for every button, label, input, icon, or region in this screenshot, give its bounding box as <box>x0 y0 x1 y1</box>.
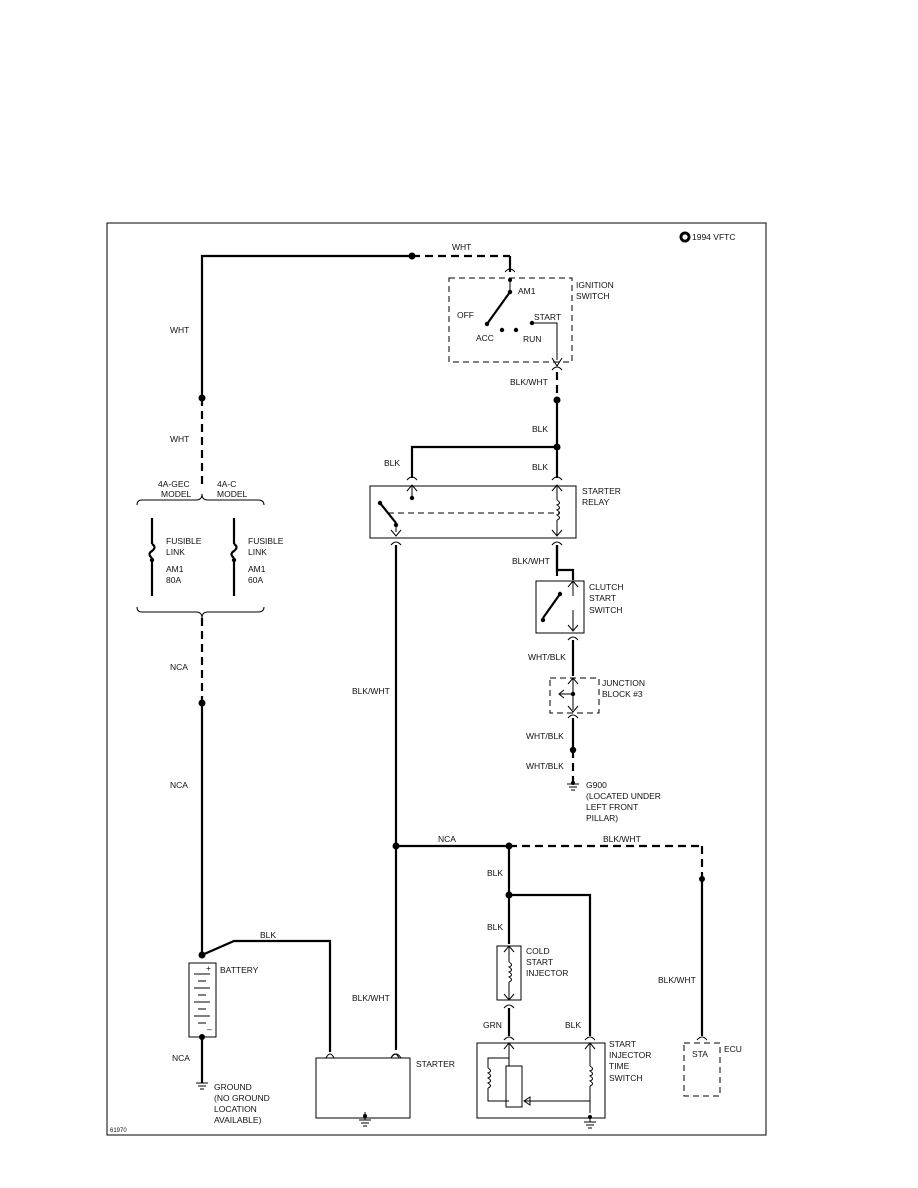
relay-name2: RELAY <box>582 497 610 507</box>
wire-label-g900-in: WHT/BLK <box>526 761 564 771</box>
wire-label-csi-feed2: BLK <box>487 922 503 932</box>
stjs-line2: INJECTOR <box>609 1050 651 1060</box>
wire-csi <box>505 846 592 1036</box>
g900-line1: G900 <box>586 780 607 790</box>
fuse-left-line1: FUSIBLE <box>166 536 202 546</box>
clutch-name1: CLUTCH <box>589 582 623 592</box>
ground-line1: GROUND <box>214 1082 252 1092</box>
wire-ign-relay <box>410 372 561 478</box>
g900-line3: LEFT FRONT <box>586 802 638 812</box>
battery-plus: + <box>206 963 211 973</box>
jb-name1: JUNCTION <box>602 678 645 688</box>
fuse-right-line4: 60A <box>248 575 263 585</box>
model-left-line2: MODEL <box>161 489 192 499</box>
model-left-line1: 4A-GEC <box>158 479 190 489</box>
wire-label-batt-starter: BLK <box>260 930 276 940</box>
cold-start-injector <box>496 945 522 1009</box>
figure-id: 61970 <box>110 1128 127 1134</box>
wire-left-lower <box>198 618 206 955</box>
wire-label-relay-left: BLK <box>384 458 400 468</box>
diagram-frame <box>106 222 767 1136</box>
wire-jb-g900 <box>567 718 579 791</box>
wire-label-csi-out: GRN <box>483 1020 502 1030</box>
ign-name2: SWITCH <box>576 291 610 301</box>
wire-label-jb-out: WHT/BLK <box>526 731 564 741</box>
battery-symbol <box>188 939 332 1090</box>
wire-label-relay-right: BLK <box>532 462 548 472</box>
wire-label-left-nca2: NCA <box>170 780 188 790</box>
fusible-link-left <box>148 518 156 596</box>
clutch-start-switch <box>535 580 585 641</box>
fuse-left-line3: AM1 <box>166 564 184 574</box>
model-right-line2: MODEL <box>217 489 248 499</box>
ign-name1: IGNITION <box>576 280 614 290</box>
ecu-pin: STA <box>692 1049 708 1059</box>
wire-label-junction-nca: NCA <box>438 834 456 844</box>
starter-relay <box>369 476 577 546</box>
stjs-line1: START <box>609 1039 636 1049</box>
wire-relay-starter <box>390 545 705 1059</box>
ecu-box <box>683 1036 721 1097</box>
stjs-line3: TIME <box>609 1061 630 1071</box>
wire-label-left-upper: WHT <box>170 325 189 335</box>
model-bracket-bottom <box>136 606 265 619</box>
clutch-name3: SWITCH <box>589 605 623 615</box>
ground-line4: AVAILABLE) <box>214 1115 262 1125</box>
copyright-mark: 1994 VFTC <box>679 231 735 243</box>
fuse-left-line4: 80A <box>166 575 181 585</box>
wire-label-csi-feed1: BLK <box>487 868 503 878</box>
model-bracket <box>136 493 265 506</box>
ground-line2: (NO GROUND <box>214 1093 270 1103</box>
g900-line2: (LOCATED UNDER <box>586 791 661 801</box>
wire-label-clutch-out: WHT/BLK <box>528 652 566 662</box>
copyright-text: 1994 VFTC <box>692 232 735 242</box>
relay-name1: STARTER <box>582 486 621 496</box>
fuse-right-line3: AM1 <box>248 564 266 574</box>
wire-label-to-relay: BLK <box>532 424 548 434</box>
battery-label: BATTERY <box>220 965 259 975</box>
model-right-line1: 4A-C <box>217 479 236 489</box>
wire-label-ign-out: BLK/WHT <box>510 377 548 387</box>
stjs-line4: SWITCH <box>609 1073 643 1083</box>
wire-label-relay-starter-lower: BLK/WHT <box>352 993 390 1003</box>
ign-acc: ACC <box>476 333 494 343</box>
fuse-left-line2: LINK <box>166 547 185 557</box>
ign-off: OFF <box>457 310 474 320</box>
clutch-name2: START <box>589 593 616 603</box>
wire-label-top: WHT <box>452 242 471 252</box>
wire-relay-clutch <box>555 545 575 580</box>
csi-line1: COLD <box>526 946 550 956</box>
csi-line3: INJECTOR <box>526 968 568 978</box>
g900-line4: PILLAR) <box>586 813 618 823</box>
ign-run: RUN <box>523 334 541 344</box>
wire-label-left-lower: WHT <box>170 434 189 444</box>
wire-label-relay-out: BLK/WHT <box>512 556 550 566</box>
wire-label-stjs-feed: BLK <box>565 1020 581 1030</box>
battery-minus: – <box>207 1024 212 1034</box>
jb-name2: BLOCK #3 <box>602 689 643 699</box>
wire-label-ecu-top: BLK/WHT <box>603 834 641 844</box>
fuse-right-line2: LINK <box>248 547 267 557</box>
fusible-link-right <box>230 518 238 596</box>
ground-line3: LOCATION <box>214 1104 257 1114</box>
junction-block-3 <box>549 677 600 719</box>
starter-label: STARTER <box>416 1059 455 1069</box>
csi-line2: START <box>526 957 553 967</box>
start-injector-time-switch <box>476 1036 606 1129</box>
wire-label-batt-ground: NCA <box>172 1053 190 1063</box>
fuse-right-line1: FUSIBLE <box>248 536 284 546</box>
wire-label-fuse-out: NCA <box>170 662 188 672</box>
starter-motor <box>315 1053 411 1127</box>
wire-label-ecu: BLK/WHT <box>658 975 696 985</box>
wire-top <box>198 252 512 485</box>
ecu-label: ECU <box>724 1044 742 1054</box>
ign-am1: AM1 <box>518 286 536 296</box>
wire-label-relay-starter-upper: BLK/WHT <box>352 686 390 696</box>
ignition-switch <box>448 268 573 371</box>
ign-start: START <box>534 312 561 322</box>
